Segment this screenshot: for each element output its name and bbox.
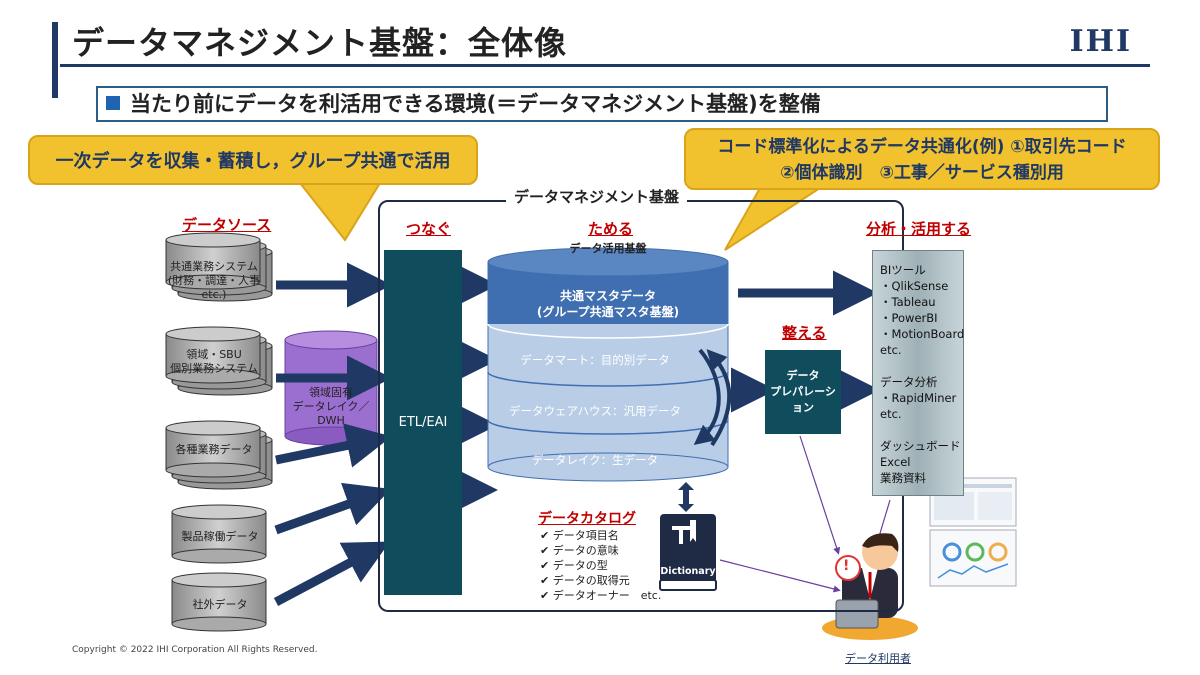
callout-code-standardization: コード標準化によるデータ共通化(例) ①取引先コード ②個体識別 ③工事／サービ… — [684, 128, 1160, 190]
source-cylinder-4 — [171, 504, 267, 564]
bi-tools-panel — [872, 250, 964, 496]
callout-right-line1: コード標準化によるデータ共通化(例) ①取引先コード — [717, 137, 1127, 157]
source-label-3: 各種業務データ — [175, 443, 253, 456]
domain-lake-label: 領域固有データレイク／DWH — [292, 386, 370, 427]
catalog-item: ✔ データの型 — [540, 559, 608, 572]
layer-datalake: データレイク：生データ — [531, 453, 659, 467]
section-connect: つなぐ — [406, 220, 452, 238]
bullet-square-icon — [106, 96, 120, 110]
platform-label: データマネジメント基盤 — [506, 186, 688, 207]
data-user-label: データ利用者 — [845, 652, 911, 665]
header-accent-bar — [52, 22, 58, 98]
alert-icon: ! — [843, 558, 850, 574]
etl-eai-block: ETL/EAI — [384, 250, 462, 595]
catalog-item: ✔ データの意味 — [540, 544, 619, 557]
data-catalog-list: ✔ データ項目名 ✔ データの意味 ✔ データの型 ✔ データの取得元 ✔ デー… — [540, 528, 661, 603]
dictionary-label: Dictionary — [660, 566, 716, 577]
copyright-text: Copyright © 2022 IHI Corporation All Rig… — [72, 645, 318, 655]
callout-left-tail — [297, 182, 382, 242]
source-cylinder-3 — [165, 420, 273, 490]
company-logo: IHI — [1069, 24, 1132, 59]
section-sources: データソース — [182, 216, 272, 234]
title-divider — [60, 64, 1150, 67]
storage-cylinder — [487, 247, 732, 482]
catalog-item: ✔ データ項目名 — [540, 529, 619, 542]
bi-tools-list: BIツール・QlikSense・Tableau ・PowerBI・MotionB… — [880, 263, 965, 485]
section-store: ためる — [588, 220, 634, 238]
source-cylinder-5 — [171, 572, 267, 632]
callout-collect: 一次データを収集・蓄積し，グループ共通で活用 — [28, 135, 478, 185]
source-label-5: 社外データ — [192, 598, 248, 611]
store-top-label: データ活用基盤 — [569, 242, 647, 255]
page-title: データマネジメント基盤：全体像 — [72, 24, 568, 62]
source-cylinder-1 — [165, 232, 273, 302]
data-preparation-block: データプレパレーション — [765, 350, 841, 434]
layer-dwh: データウェアハウス：汎用データ — [508, 404, 682, 418]
source-label-1: 共通業務システム(財務・調達・人事etc.) — [167, 260, 261, 301]
layer-datamart: データマート：目的別データ — [520, 353, 670, 367]
section-prepare: 整える — [782, 324, 827, 342]
callout-right-line2: ②個体識別 ③工事／サービス種別用 — [780, 163, 1064, 183]
subtitle-box — [96, 86, 1108, 122]
source-cylinder-2 — [165, 326, 273, 396]
subtitle-text: 当たり前にデータを利活用できる環境(＝データマネジメント基盤)を整備 — [130, 92, 821, 116]
master-data-label: 共通マスタデータ(グループ共通マスタ基盤) — [536, 289, 680, 319]
dictionary-book-icon — [659, 514, 717, 591]
section-analyze: 分析・活用する — [866, 220, 972, 238]
catalog-item: ✔ データの取得元 — [540, 574, 630, 587]
data-user-illustration — [822, 533, 918, 640]
source-label-4: 製品稼働データ — [181, 530, 259, 543]
catalog-item: ✔ データオーナー etc. — [540, 589, 662, 602]
data-catalog-title: データカタログ — [538, 511, 636, 527]
